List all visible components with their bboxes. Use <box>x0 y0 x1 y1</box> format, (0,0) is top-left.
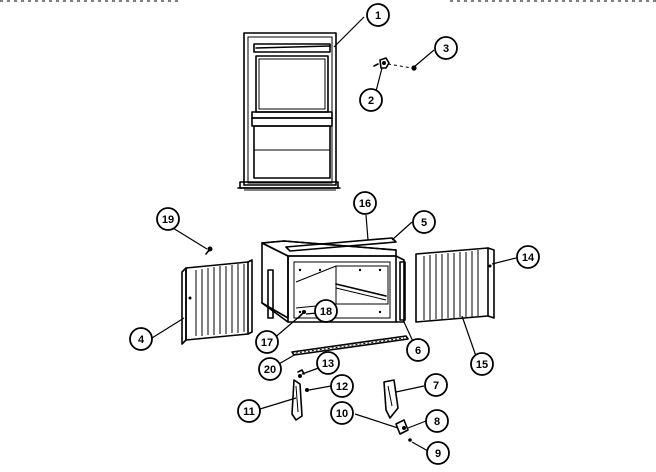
curtain-screw <box>205 246 213 255</box>
right-support-bracket <box>383 379 412 442</box>
callout-18-label: 18 <box>320 306 332 318</box>
window-assembly <box>237 32 341 191</box>
cabinet-left-gasket <box>267 269 274 319</box>
callout-14-label: 14 <box>522 252 535 264</box>
left-side-curtain <box>181 259 253 345</box>
callout-12-label: 12 <box>336 381 348 393</box>
callout-14: 14 <box>516 245 540 269</box>
callout-8: 8 <box>425 409 449 433</box>
callout-15: 15 <box>470 352 494 376</box>
window-lock-screw <box>387 63 417 71</box>
callout-4: 4 <box>129 327 153 351</box>
callout-7-label: 7 <box>433 380 439 392</box>
callout-19: 19 <box>156 207 180 231</box>
callout-9-label: 9 <box>435 448 441 460</box>
callout-19-label: 19 <box>162 214 174 226</box>
callout-11-label: 11 <box>243 406 255 418</box>
callout-3: 3 <box>434 36 458 60</box>
top-angle-rail <box>285 237 397 252</box>
callout-20-label: 20 <box>264 364 276 376</box>
bottom-rail <box>291 335 409 356</box>
callout-1: 1 <box>366 3 390 27</box>
callout-16: 16 <box>353 191 377 215</box>
callout-15-label: 15 <box>476 359 488 371</box>
callout-13: 13 <box>316 351 340 375</box>
callout-5-label: 5 <box>421 217 427 229</box>
callout-10-label: 10 <box>336 408 348 420</box>
window-top-channel <box>255 45 331 49</box>
callout-17: 17 <box>255 330 279 354</box>
callout-18: 18 <box>314 299 338 323</box>
callout-11: 11 <box>237 399 261 423</box>
left-support-bracket <box>291 369 309 421</box>
callout-6: 6 <box>406 338 430 362</box>
window-lock-part <box>373 57 390 69</box>
callout-2-label: 2 <box>368 95 374 107</box>
callout-5: 5 <box>412 210 436 234</box>
callout-20: 20 <box>258 357 282 381</box>
callout-10: 10 <box>330 401 354 425</box>
callout-6-label: 6 <box>415 345 421 357</box>
callout-13-label: 13 <box>322 358 334 370</box>
callout-16-label: 16 <box>359 198 371 210</box>
callout-9: 9 <box>426 441 450 465</box>
callout-4-label: 4 <box>138 334 145 346</box>
cabinet-right-gasket <box>399 261 406 321</box>
callout-2: 2 <box>359 88 383 112</box>
callout-17-label: 17 <box>261 337 273 349</box>
callout-1-label: 1 <box>375 10 381 22</box>
right-side-curtain <box>415 247 495 323</box>
callout-7: 7 <box>424 373 448 397</box>
callout-12: 12 <box>330 374 354 398</box>
callout-8-label: 8 <box>434 416 440 428</box>
callout-3-label: 3 <box>443 43 449 55</box>
